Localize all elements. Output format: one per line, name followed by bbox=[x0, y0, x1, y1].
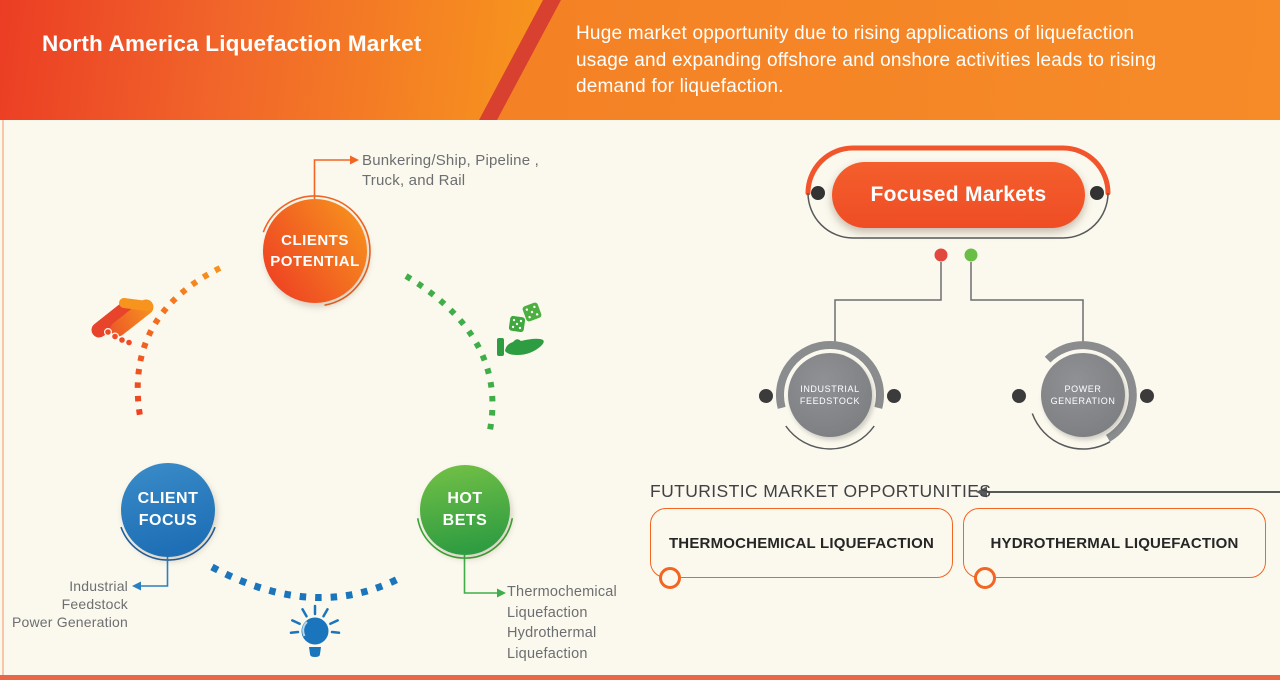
client-focus-node: CLIENT FOCUS bbox=[121, 463, 215, 557]
focused-markets-pill: Focused Markets bbox=[832, 162, 1085, 228]
hydrothermal-label: HYDROTHERMAL LIQUEFACTION bbox=[990, 534, 1239, 552]
pill-right-dot bbox=[1090, 186, 1104, 200]
clients-potential-label: CLIENTS POTENTIAL bbox=[270, 232, 360, 270]
header-right-panel bbox=[489, 0, 1280, 120]
client-focus-connector bbox=[132, 557, 169, 591]
orange-dotted-arc bbox=[134, 265, 222, 417]
left-accent-hairline bbox=[2, 120, 4, 675]
industrial-feedstock-label: INDUSTRIAL FEEDSTOCK bbox=[799, 384, 861, 406]
opportunity-marker-icon bbox=[974, 567, 996, 589]
hot-bets-node: HOT BETS bbox=[420, 465, 510, 555]
opportunity-box-thermochemical: THERMOCHEMICAL LIQUEFACTION bbox=[650, 508, 953, 578]
die-icon bbox=[508, 315, 526, 333]
futuristic-opportunities-title: FUTURISTIC MARKET OPPORTUNITIES bbox=[650, 481, 992, 501]
industrial-feedstock-node: INDUSTRIAL FEEDSTOCK bbox=[788, 353, 872, 437]
node-side-dot bbox=[1012, 389, 1026, 403]
clients-potential-annotation: Bunkering/Ship, Pipeline , Truck, and Ra… bbox=[362, 152, 539, 189]
focused-markets-title: Focused Markets bbox=[870, 183, 1047, 206]
node-side-dot bbox=[759, 389, 773, 403]
client-focus-label: CLIENT FOCUS bbox=[137, 490, 199, 529]
node-side-dot bbox=[887, 389, 901, 403]
clients-potential-node: CLIENTS POTENTIAL bbox=[263, 199, 367, 303]
opportunity-box-hydrothermal: HYDROTHERMAL LIQUEFACTION bbox=[963, 508, 1266, 578]
green-dot bbox=[964, 248, 978, 262]
tree-connector-lines bbox=[834, 262, 1084, 346]
green-dotted-arc bbox=[404, 273, 496, 431]
opportunity-marker-icon bbox=[659, 567, 681, 589]
node-side-dot bbox=[1140, 389, 1154, 403]
lightbulb-icon bbox=[289, 604, 341, 657]
hot-bets-annotation: Thermochemical Liquefaction Hydrothermal… bbox=[507, 584, 617, 662]
thermochemical-label: THERMOCHEMICAL LIQUEFACTION bbox=[668, 534, 935, 552]
page-title: North America Liquefaction Market bbox=[42, 31, 422, 56]
futuristic-arrow bbox=[976, 486, 1280, 498]
hand-with-dice-icon bbox=[497, 302, 544, 356]
hot-bets-connector bbox=[463, 555, 506, 598]
power-generation-label: POWER GENERATION bbox=[1050, 384, 1116, 406]
clients-potential-connector bbox=[313, 155, 359, 199]
red-dot bbox=[934, 248, 948, 262]
bottom-accent-bar bbox=[0, 675, 1280, 680]
header-banner bbox=[0, 0, 1280, 120]
hot-bets-label: HOT BETS bbox=[442, 490, 488, 529]
blue-dotted-arc bbox=[210, 563, 402, 602]
header-description: Huge market opportunity due to rising ap… bbox=[576, 23, 1157, 97]
handshake-icon bbox=[91, 298, 154, 347]
die-icon bbox=[522, 302, 542, 322]
power-generation-node: POWER GENERATION bbox=[1041, 353, 1125, 437]
client-focus-annotation: Industrial Feedstock Power Generation bbox=[11, 578, 128, 630]
pill-left-dot bbox=[811, 186, 825, 200]
